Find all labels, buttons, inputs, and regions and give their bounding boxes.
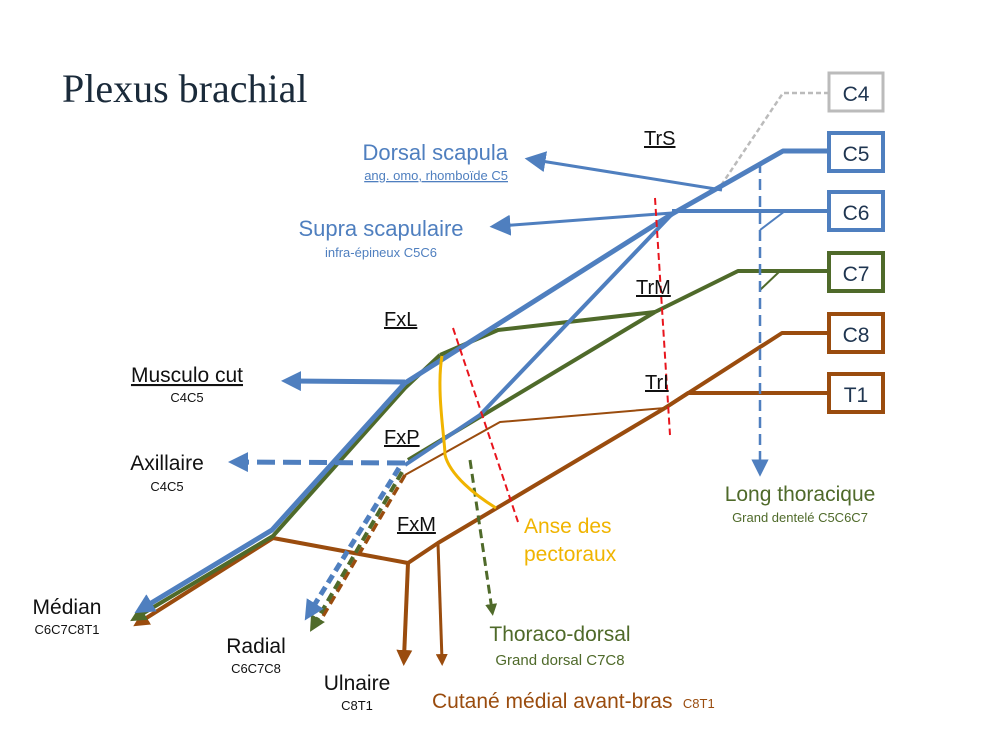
suprascapular-sub: infra-épineux C5C6	[325, 245, 437, 260]
trunk-inferior-label: TrI	[645, 372, 669, 394]
dorsal-scapular-sub: ang. omo, rhomboïde C5	[364, 168, 508, 183]
radial-label: Radial	[226, 635, 286, 658]
suprascapular-label: Supra scapulaire	[298, 216, 463, 241]
root-box-c5: C5	[827, 131, 885, 173]
root-label-c4: C4	[843, 83, 870, 106]
upper-trunk-to-posterior-cord	[403, 212, 674, 467]
dorsal-scapular-label: Dorsal scapula	[362, 140, 508, 165]
slide-title: Plexus brachial	[62, 66, 308, 111]
median-label: Médian	[33, 596, 102, 619]
root-box-t1: T1	[827, 372, 885, 414]
root-box-c6: C6	[827, 190, 885, 232]
thoraco-dorsal-sub: Grand dorsal C7C8	[495, 652, 624, 669]
root-box-c4: C4	[827, 71, 885, 113]
blue-to-median	[134, 381, 407, 614]
root-label-c6: C6	[843, 202, 870, 225]
blue-radial-strand	[304, 466, 402, 621]
ansa-pectoralis-curve	[438, 355, 497, 510]
thoraco-dorsal-label: Thoraco-dorsal	[489, 623, 630, 646]
root-label-c8: C8	[843, 324, 870, 347]
axillary-label: Axillaire	[130, 452, 204, 475]
root-label-c7: C7	[843, 263, 870, 286]
cord-level-line	[452, 327, 519, 523]
ulnar-label: Ulnaire	[324, 672, 391, 695]
long-thoracic-c6-branch	[759, 210, 786, 231]
ulnar-line	[396, 562, 413, 666]
medial-cutaneous-sub: C8T1	[683, 696, 715, 711]
brown-thin-to-posterior	[404, 407, 666, 476]
trunk-level-line	[654, 197, 671, 436]
axillary-sub: C4C5	[150, 479, 183, 494]
blue-fibers	[134, 148, 829, 621]
ansa-pectoralis-label-line2: pectoraux	[524, 543, 617, 566]
medial-cutaneous-name: Cutané médial avant-bras	[432, 690, 672, 713]
axillary-arrow	[228, 452, 406, 473]
trunk-middle-label: TrM	[636, 277, 671, 299]
brown-radial-strand	[320, 474, 407, 619]
green-fibers	[130, 269, 829, 632]
trunk-superior-label: TrS	[644, 128, 675, 150]
medial-cord-line	[406, 406, 667, 565]
thoraco-dorsal-line	[468, 459, 498, 616]
cord-medial-label: FxM	[397, 514, 436, 536]
root-label-t1: T1	[844, 384, 869, 407]
median-sub: C6C7C8T1	[34, 622, 99, 637]
medial-cutaneous-line	[435, 542, 448, 666]
cord-posterior-label: FxP	[384, 427, 420, 449]
medial-cutaneous-label: Cutané médial avant-bras C8T1	[432, 690, 715, 713]
ulnar-sub: C8T1	[341, 698, 373, 713]
long-thoracic-label: Long thoracique	[725, 483, 876, 506]
dorsal-scapular-arrow	[524, 151, 723, 192]
green-radial-strand	[310, 471, 404, 632]
suprascapular-arrow	[489, 211, 673, 236]
upper-trunk-to-lateral-cord	[403, 211, 674, 386]
musculo-cutaneous-arrow	[281, 371, 406, 392]
musculo-cutaneous-label: Musculo cut	[131, 364, 243, 387]
c5-root-line	[670, 148, 829, 217]
c8-root-line	[663, 331, 829, 410]
root-label-c5: C5	[843, 143, 870, 166]
ansa-pectoralis-label-line1: Anse des	[524, 515, 612, 538]
root-box-c7: C7	[827, 251, 885, 293]
root-box-c8: C8	[827, 312, 885, 354]
musculo-cutaneous-sub: C4C5	[170, 390, 203, 405]
t1-root-line	[663, 391, 829, 410]
cord-lateral-label: FxL	[384, 309, 417, 331]
radial-sub: C6C7C8	[231, 661, 281, 676]
long-thoracic-c7-branch	[759, 270, 781, 291]
c7-root-line	[654, 269, 829, 314]
long-thoracic-sub: Grand dentelé C5C6C7	[732, 510, 868, 525]
brown-to-median	[133, 536, 409, 627]
c4-connector	[716, 91, 829, 191]
